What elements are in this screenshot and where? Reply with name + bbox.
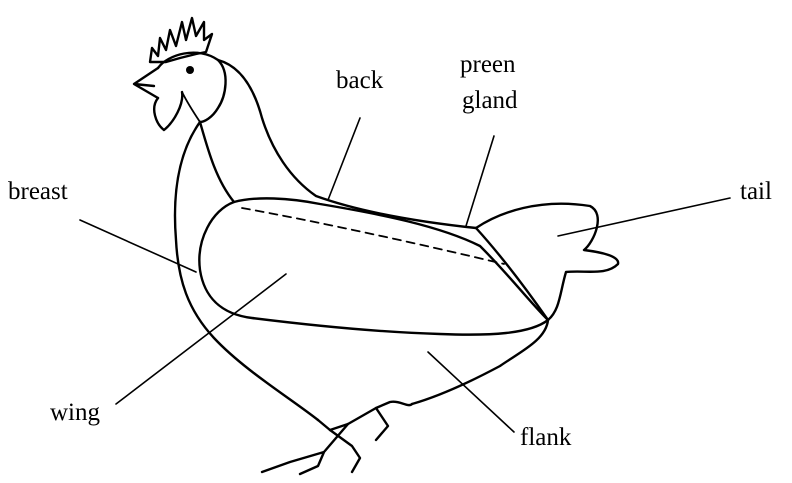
label-wing: wing — [50, 399, 101, 426]
label-tail: tail — [740, 178, 772, 205]
comb — [150, 18, 212, 62]
breast-leader — [80, 220, 196, 272]
back-leader — [328, 118, 360, 200]
label-breast: breast — [8, 178, 68, 205]
neck-front — [200, 122, 234, 202]
tail-leader — [558, 198, 730, 236]
eye — [186, 66, 194, 74]
label-preen-line1: preen — [460, 51, 516, 78]
preen-gland-edge — [476, 228, 548, 320]
wing-dash-line — [242, 208, 504, 264]
wing-leader — [116, 274, 286, 404]
tail-outline — [476, 204, 618, 320]
label-flank: flank — [520, 424, 572, 451]
breast-outline — [175, 122, 318, 420]
leader-lines — [80, 118, 730, 432]
head-outline — [158, 53, 226, 122]
foot — [262, 408, 388, 474]
preen-gland-leader — [466, 136, 494, 226]
labels: back preen gland breast tail wing flank — [8, 51, 772, 451]
wing-outline — [199, 198, 548, 334]
label-preen-line2: gland — [462, 87, 518, 114]
throat-hatching — [182, 92, 200, 122]
leg — [318, 402, 412, 430]
beak — [134, 68, 158, 98]
label-back: back — [336, 67, 384, 94]
wattle — [154, 92, 182, 130]
